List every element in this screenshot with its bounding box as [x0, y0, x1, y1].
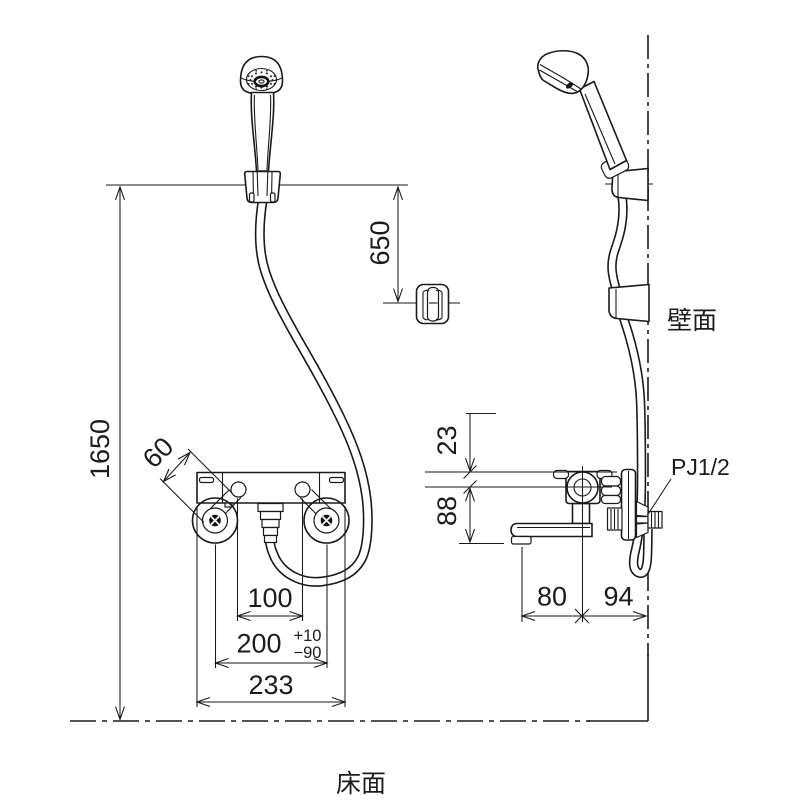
spout-outlet-side	[510, 535, 532, 545]
spout-pipe-side	[571, 502, 591, 525]
shower-head-side	[537, 49, 630, 179]
lock-nut-knurl	[610, 509, 619, 529]
faucet-side	[510, 466, 663, 622]
pj-thread-label: PJ1/2	[671, 454, 730, 480]
hose-outlet-stack	[257, 502, 284, 544]
wall-surface-label: 壁面	[667, 307, 717, 335]
ext-lines-bottom	[196, 498, 346, 707]
hook-walls	[422, 289, 443, 321]
shower-handle-side-contour	[584, 93, 616, 165]
holder-bottom-side	[608, 283, 650, 323]
shower-head-side-body	[537, 49, 590, 95]
pj-leader-line	[647, 478, 672, 516]
pj-thread-hatch	[650, 512, 660, 528]
dim-100-label: 100	[247, 583, 292, 613]
spout-arm-side	[510, 522, 593, 538]
leg-screw-left-cross	[210, 515, 220, 526]
dim-23-label: 23	[432, 425, 462, 455]
shower-handle-contours	[253, 94, 272, 171]
shower-head-side-face	[539, 64, 582, 92]
hook-section	[415, 283, 450, 325]
hook-slot	[426, 286, 440, 322]
shower-head-front	[239, 55, 284, 204]
dim-233-label: 233	[248, 670, 293, 700]
holder-hook-left	[248, 192, 255, 203]
faucet-front	[191, 471, 350, 544]
holder-top-side	[611, 167, 649, 202]
leg-screw-right-cross	[321, 515, 332, 526]
inlet-port-left	[230, 481, 247, 498]
dim-200-label: 200	[237, 629, 282, 659]
inlet-port-right	[294, 481, 311, 498]
floor-surface-label: 床面	[336, 770, 386, 798]
shower-holder-clips	[252, 171, 273, 203]
left-knob-slot	[198, 476, 215, 484]
dim-1650-label: 1650	[85, 419, 115, 479]
holder-hook-right	[269, 192, 276, 203]
leg-flange-right-outer	[303, 497, 350, 544]
side-view: 23 88 80 94 PJ1/2	[425, 35, 730, 721]
spray-center	[253, 75, 270, 88]
shower-hose-side	[607, 174, 653, 579]
spray-face	[245, 67, 278, 92]
dim-60-line	[163, 452, 191, 482]
wall-flange-bottom	[635, 522, 649, 539]
shower-handle-side	[578, 80, 628, 171]
shower-head-side-spot	[566, 82, 573, 89]
shower-head-dome	[239, 55, 284, 96]
dim-650-label: 650	[365, 220, 395, 265]
wall-pipe	[635, 515, 649, 524]
side-dimensions: 23 88 80 94 PJ1/2	[425, 412, 730, 624]
spray-center-hole	[258, 79, 265, 84]
dim-200-tol-minus: −90	[294, 644, 322, 662]
dim-94-label: 94	[603, 582, 633, 612]
dim-88-label: 88	[432, 496, 462, 526]
dim-23-leader	[466, 412, 496, 471]
right-knob-slot	[328, 476, 345, 484]
union-rings	[600, 475, 622, 505]
shower-hose-front	[254, 197, 373, 587]
dim-200-tol-plus: +10	[294, 627, 322, 645]
dim-80-label: 80	[537, 582, 567, 612]
